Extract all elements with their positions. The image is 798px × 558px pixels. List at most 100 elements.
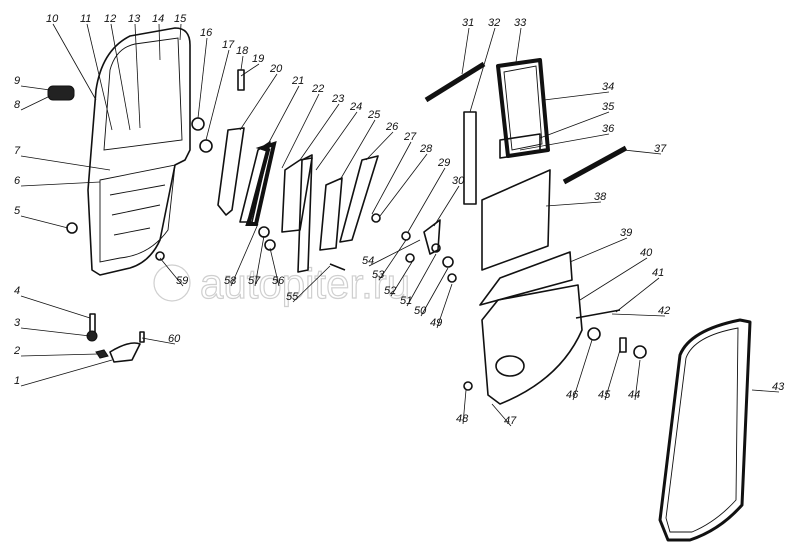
part-callout-3: 3 (14, 317, 91, 337)
leader-line (20, 85, 51, 91)
part-callout-25: 25 (339, 109, 381, 181)
leader-line (371, 141, 412, 215)
part-number-label: 33 (514, 17, 527, 29)
part-callout-42: 42 (611, 305, 670, 317)
part-callout-55: 55 (286, 265, 331, 303)
handle-9 (47, 85, 75, 101)
part-number-label: 41 (652, 267, 664, 279)
leader-line (20, 295, 91, 319)
part-callout-58: 58 (224, 223, 259, 287)
leader-line (134, 23, 141, 129)
leader-line (20, 353, 99, 357)
part-number-label: 29 (437, 157, 450, 169)
parts-16-17 (191, 69, 245, 153)
leader-line (604, 349, 621, 401)
leader-line (433, 185, 460, 227)
part-number-label: 30 (452, 175, 465, 187)
part-callout-46: 46 (566, 339, 593, 401)
part-callout-53: 53 (372, 239, 407, 281)
leader-line (365, 131, 394, 161)
leader-line (20, 215, 69, 229)
part-callout-9: 9 (14, 75, 51, 91)
part-number-label: 55 (286, 291, 299, 303)
part-callout-17: 17 (205, 39, 235, 141)
part-callout-7: 7 (14, 145, 111, 171)
part-number-label: 8 (14, 99, 21, 111)
part-number-label: 22 (311, 83, 324, 95)
part-number-label: 57 (248, 275, 261, 287)
part-number-label: 47 (504, 415, 517, 427)
part-number-label: 1 (14, 375, 20, 387)
bolt-5 (66, 222, 78, 234)
leader-line (406, 253, 437, 307)
part-number-label: 24 (349, 101, 362, 113)
part-number-label: 20 (269, 63, 283, 75)
part-callout-39: 39 (569, 227, 632, 263)
part-callout-22: 22 (281, 83, 324, 169)
part-callout-33: 33 (514, 17, 527, 63)
leader-line (420, 267, 449, 317)
part-callout-18: 18 (236, 45, 249, 71)
leader-line (368, 239, 421, 267)
part-number-label: 25 (367, 109, 381, 121)
leader-line (751, 389, 780, 393)
leader-line (491, 403, 512, 427)
leader-line (634, 359, 641, 401)
part-callout-37: 37 (623, 143, 667, 155)
part-number-label: 4 (14, 285, 20, 297)
part-number-label: 38 (594, 191, 607, 203)
watermark: autopiter.ru (153, 259, 411, 308)
part-number-label: 19 (252, 53, 264, 65)
part-callout-36: 36 (519, 123, 615, 151)
leader-line (469, 27, 496, 113)
door-seal (658, 318, 752, 542)
part-callout-60: 60 (141, 333, 181, 345)
part-number-label: 27 (403, 131, 417, 143)
part-callout-24: 24 (315, 101, 362, 171)
part-number-label: 6 (14, 175, 21, 187)
leader-line (254, 235, 265, 287)
part-number-label: 17 (222, 39, 235, 51)
part-callout-13: 13 (128, 13, 141, 129)
part-callout-32: 32 (469, 17, 500, 113)
part-callout-8: 8 (14, 95, 51, 111)
part-number-label: 32 (488, 17, 500, 29)
leader-line (519, 133, 610, 151)
part-number-label: 23 (331, 93, 345, 105)
leader-line (239, 73, 278, 131)
part-callout-6: 6 (14, 175, 101, 187)
part-number-label: 28 (419, 143, 433, 155)
part-callout-14: 14 (152, 13, 164, 61)
part-number-label: 36 (602, 123, 615, 135)
part-callout-49: 49 (430, 283, 453, 329)
part-number-label: 54 (362, 255, 374, 267)
part-number-label: 2 (13, 345, 20, 357)
glass-assembly (424, 58, 628, 271)
leader-line (539, 111, 610, 139)
part-number-label: 51 (400, 295, 412, 307)
part-number-label: 7 (14, 145, 21, 157)
leader-line (141, 337, 176, 345)
leader-line (339, 119, 376, 181)
part-callout-5: 5 (14, 205, 69, 229)
leader-line (572, 339, 593, 401)
leader-line (462, 389, 467, 425)
leader-line (240, 55, 244, 71)
part-callout-28: 28 (379, 143, 433, 217)
leader-line (20, 155, 111, 171)
part-number-label: 50 (414, 305, 427, 317)
part-callout-19: 19 (240, 53, 264, 77)
leader-line (281, 93, 320, 169)
part-number-label: 44 (628, 389, 640, 401)
leader-line (615, 277, 660, 313)
part-callout-50: 50 (414, 267, 449, 317)
part-callout-1: 1 (14, 359, 113, 387)
part-number-label: 43 (772, 381, 785, 393)
leader-line (230, 223, 259, 287)
part-number-label: 11 (80, 13, 91, 25)
leader-line (269, 247, 280, 287)
part-number-label: 39 (620, 227, 632, 239)
part-number-label: 34 (602, 81, 614, 93)
